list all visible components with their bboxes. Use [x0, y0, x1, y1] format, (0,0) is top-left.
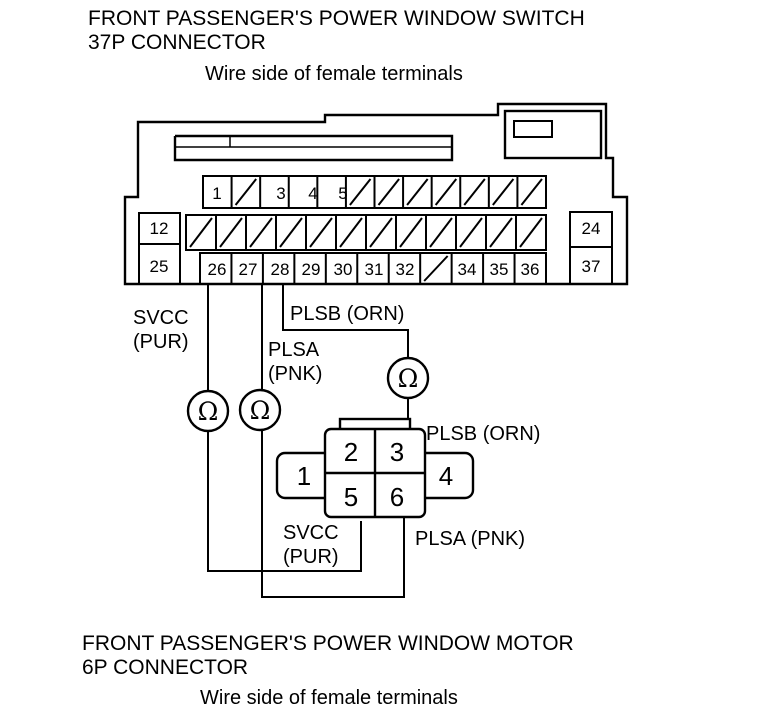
pin-dividers	[215, 176, 519, 284]
switch-bottom-row: 26 27 28 29 30 31 32 34 35 36	[208, 260, 540, 279]
pin-34: 34	[458, 260, 477, 279]
ohm-icon: Ω	[198, 397, 219, 426]
slash-mark	[519, 217, 543, 248]
blank-cavity-slashes	[189, 178, 543, 282]
ohm-icon: Ω	[250, 396, 271, 425]
motor-connector-6p	[275, 417, 475, 519]
slash-mark	[406, 178, 429, 206]
pin-28: 28	[271, 260, 290, 279]
pin-27: 27	[239, 260, 258, 279]
slash-mark	[189, 217, 213, 248]
svcc-label-top: SVCC	[133, 307, 189, 329]
pin-3: 3	[276, 184, 285, 203]
slash-mark	[349, 178, 372, 206]
pin-32: 32	[396, 260, 415, 279]
slash-mark	[309, 217, 333, 248]
test-wires	[207, 284, 409, 598]
switch-top-row: 1 3 4 5	[212, 184, 347, 203]
motor-connector-subtitle: Wire side of female terminals	[200, 687, 458, 709]
motor-connector-title-line2: 6P CONNECTOR	[82, 656, 248, 679]
ohmmeter-plsa: Ω	[238, 388, 282, 432]
switch-connector-37p	[123, 102, 629, 286]
motor-connector-title-line1: FRONT PASSENGER'S POWER WINDOW MOTOR	[82, 632, 574, 655]
pin-31: 31	[365, 260, 384, 279]
motor-pin-5: 5	[344, 482, 358, 512]
slash-mark	[219, 217, 243, 248]
pin-5: 5	[338, 184, 347, 203]
ohmmeter-plsb: Ω	[386, 356, 430, 400]
slash-mark	[434, 178, 458, 206]
slash-mark	[520, 178, 543, 206]
slash-mark	[279, 217, 303, 248]
pin-36: 36	[521, 260, 540, 279]
motor-pins: 1 2 3 4 5 6	[297, 437, 453, 512]
pin-35: 35	[490, 260, 509, 279]
plsa-label-top: PLSA	[268, 339, 320, 361]
motor-pin-4: 4	[439, 461, 453, 491]
slash-mark	[463, 178, 486, 206]
svcc-label-bottom: SVCC	[283, 522, 339, 544]
pin-1: 1	[212, 184, 221, 203]
pin-24: 24	[582, 219, 601, 238]
pin-30: 30	[334, 260, 353, 279]
slash-mark	[249, 217, 273, 248]
svcc-color-top: (PUR)	[133, 331, 189, 353]
wire-plsb	[282, 284, 409, 358]
pin-37: 37	[582, 257, 601, 276]
switch-connector-title-line2: 37P CONNECTOR	[88, 31, 266, 54]
slash-mark	[459, 217, 483, 248]
plsa-color-top: (PNK)	[268, 363, 322, 385]
ohmmeter-svcc: Ω	[186, 389, 230, 433]
switch-connector-title-line1: FRONT PASSENGER'S POWER WINDOW SWITCH	[88, 7, 585, 30]
pin-12: 12	[150, 219, 169, 238]
plsb-label-top: PLSB (ORN)	[290, 303, 404, 325]
slash-mark	[339, 217, 363, 248]
svcc-color-bottom: (PUR)	[283, 546, 339, 568]
slash-mark	[369, 217, 393, 248]
motor-pin-1: 1	[297, 461, 311, 491]
slash-mark	[234, 178, 257, 206]
slash-mark	[423, 255, 449, 282]
motor-pin-3: 3	[390, 437, 404, 467]
switch-connector-subtitle: Wire side of female terminals	[205, 63, 463, 85]
pin-26: 26	[208, 260, 227, 279]
pin-29: 29	[302, 260, 321, 279]
pin-25: 25	[150, 257, 169, 276]
slash-mark	[429, 217, 453, 248]
slash-mark	[489, 217, 513, 248]
slash-mark	[492, 178, 515, 206]
slash-mark	[377, 178, 400, 206]
ohm-icon: Ω	[398, 364, 419, 393]
motor-pin-6: 6	[390, 482, 404, 512]
pin-4: 4	[308, 184, 317, 203]
plsa-label-bottom: PLSA (PNK)	[415, 528, 525, 550]
motor-pin-2: 2	[344, 437, 358, 467]
plsb-label-bottom: PLSB (ORN)	[426, 423, 540, 445]
slash-mark	[399, 217, 423, 248]
